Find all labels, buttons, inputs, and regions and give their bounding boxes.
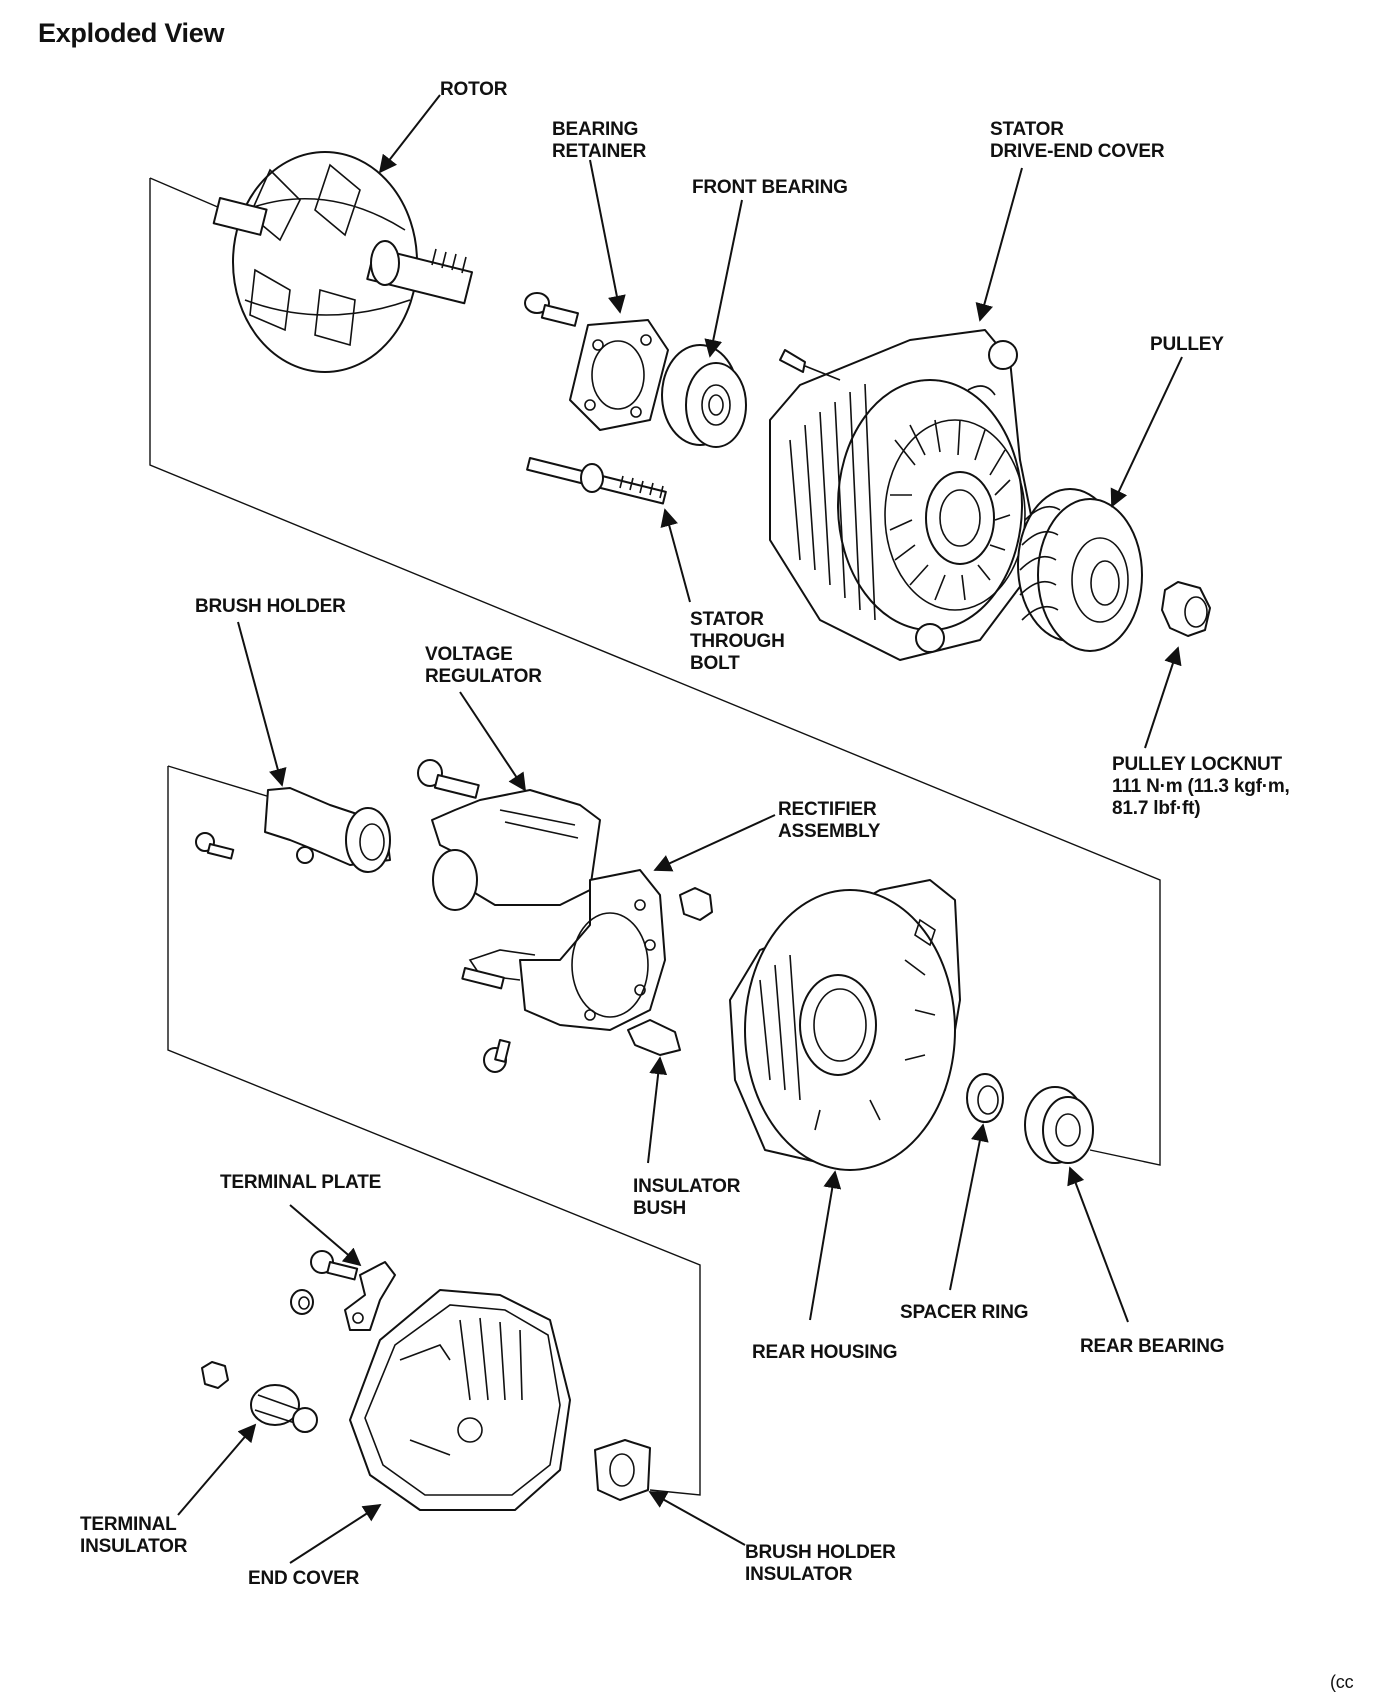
voltage-regulator-part [417,759,601,911]
bearing-retainer-part [569,319,669,431]
label-insulator-bush: INSULATOR BUSH [633,1176,745,1219]
brush-holder-insulator-part [594,1439,651,1501]
pulley-part [1017,488,1143,652]
rectifier-assembly-part [461,869,666,1031]
part-labels: ROTOR BEARING RETAINER FRONT BEARING STA… [80,79,1354,1692]
pulley-locknut-part [1161,581,1211,637]
label-bearing-retainer: BEARING RETAINER [552,119,647,162]
callout-arrows [177,94,1183,1564]
label-pulley: PULLEY [1150,334,1224,355]
rotor-part [212,151,474,373]
rear-housing-part [729,879,961,1171]
end-cover-part [349,1289,571,1511]
stator-drive-end-cover-part [769,329,1041,661]
label-stator-through-bolt: STATOR THROUGH BOLT [690,609,790,674]
label-terminal-insulator: TERMINAL INSULATOR [80,1514,188,1557]
label-terminal-plate: TERMINAL PLATE [220,1172,381,1193]
label-spacer-ring: SPACER RING [900,1302,1028,1323]
label-rear-bearing: REAR BEARING [1080,1336,1224,1357]
label-rectifier-assembly: RECTIFIER ASSEMBLY [778,799,882,842]
label-rotor: ROTOR [440,79,508,100]
terminal-insulator-part [201,1361,318,1433]
label-voltage-regulator: VOLTAGE REGULATOR [425,644,542,687]
label-pulley-locknut: PULLEY LOCKNUT 111 N·m (11.3 kgf·m, 81.7… [1112,754,1295,819]
spacer-ring-part [966,1073,1004,1123]
page-footer-text: (cc [1330,1672,1354,1692]
label-brush-holder: BRUSH HOLDER [195,596,346,617]
front-bearing-part [661,344,747,448]
terminal-plate-part [290,1250,396,1331]
label-front-bearing: FRONT BEARING [692,177,848,198]
insulator-bush-part [627,1019,681,1056]
brush-holder-part [195,787,391,873]
page-title: Exploded View [38,18,225,48]
label-brush-holder-insulator: BRUSH HOLDER INSULATOR [745,1542,901,1585]
label-rear-housing: REAR HOUSING [752,1342,897,1363]
rear-bearing-part [1024,1086,1094,1164]
retainer-screw-part [524,292,579,327]
stator-through-bolt-part [526,457,667,505]
assembly-guide-lines [149,177,1161,1496]
rectifier-hardware-part [483,887,713,1073]
label-end-cover: END COVER [248,1568,360,1589]
label-stator-drive-end-cover: STATOR DRIVE-END COVER [990,119,1165,162]
